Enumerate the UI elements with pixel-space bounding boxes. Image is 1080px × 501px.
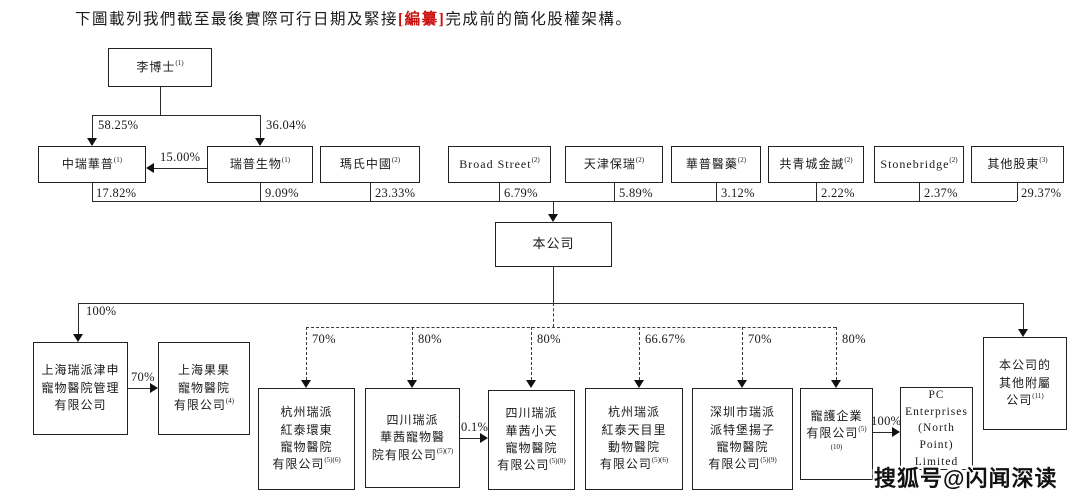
connector-line <box>370 183 371 201</box>
connector-line <box>128 388 150 389</box>
connector-dashed-bus <box>306 327 836 328</box>
node-sichuan-huaqian: 四川瑞派 華茜寵物醫 院有限公司(5)(7) <box>365 388 460 488</box>
arrowhead-left-icon <box>146 163 154 173</box>
connector-line <box>92 183 93 201</box>
caption-prefix: 下圖載列我們截至最後實際可行日期及緊接 <box>75 11 399 28</box>
pct-zhongrui-to-company: 17.82% <box>96 186 137 200</box>
node-shenzhen-petball-yangzi: 深圳市瑞派 派特堡揚子 寵物醫院 有限公司(5)(9) <box>692 388 793 490</box>
node-stonebridge: Stonebridge(2) <box>874 146 964 183</box>
pct-tianjin-to-company: 5.89% <box>619 186 653 200</box>
node-ruipu-bio: 瑞普生物(1) <box>207 146 313 183</box>
arrowhead-down-icon <box>737 380 747 388</box>
pct-company-to-tianmuli: 66.67% <box>645 332 686 346</box>
connector-line <box>160 87 161 115</box>
pct-company-to-chonghu: 80% <box>842 332 866 346</box>
pct-company-to-shenzhen: 70% <box>748 332 772 346</box>
node-hangzhou-hongtai-huandong: 杭州瑞派 紅泰環東 寵物醫院 有限公司(5)(6) <box>258 388 355 490</box>
connector-bus-line <box>92 201 1017 202</box>
arrowhead-down-icon <box>407 380 417 388</box>
arrowhead-down-icon <box>301 380 311 388</box>
connector-line <box>460 438 480 439</box>
node-broad-street: Broad Street(2) <box>448 146 551 183</box>
connector-dashed-line <box>412 327 413 380</box>
node-hangzhou-tianmuli: 杭州瑞派 紅泰天目里 動物醫院 有限公司(5)(6) <box>585 388 683 490</box>
arrowhead-down-icon <box>548 214 558 222</box>
connector-dashed-line <box>639 327 640 380</box>
connector-line <box>614 183 615 201</box>
connector-dashed-line <box>836 327 837 380</box>
connector-line <box>553 267 554 303</box>
pct-chonghu-to-pc: 100% <box>871 414 902 428</box>
pct-li-to-zhongrui: 58.25% <box>98 118 139 132</box>
node-gongqingcheng-jinxian: 共青城金諴(2) <box>768 146 864 183</box>
diagram-caption: 下圖載列我們截至最後實際可行日期及緊接[編纂]完成前的簡化股權架構。 <box>75 7 632 29</box>
pct-huaqian-to-xiaotian: 0.1% <box>461 420 489 434</box>
node-the-company: 本公司 <box>495 222 612 267</box>
arrowhead-down-icon <box>634 380 644 388</box>
node-zhongrui-huapu: 中瑞華普(1) <box>38 146 146 183</box>
node-chonghu-enterprise: 寵護企業 有限公司(5)(10) <box>800 388 873 480</box>
pct-gongqingcheng-to-company: 2.22% <box>821 186 855 200</box>
connector-line <box>1023 303 1024 329</box>
caption-redacted-bracket: [編纂] <box>398 11 446 28</box>
node-tianjin-baorui: 天津保瑞(2) <box>565 146 663 183</box>
arrowhead-down-icon <box>831 380 841 388</box>
connector-line <box>919 183 920 201</box>
arrowhead-down-icon <box>526 380 536 388</box>
connector-line <box>78 303 79 334</box>
pct-li-to-ruipu: 36.04% <box>266 118 307 132</box>
arrowhead-right-icon <box>150 383 158 393</box>
arrowhead-right-icon <box>892 427 900 437</box>
node-pc-enterprises: PC Enterprises (North Point) Limited <box>900 387 973 470</box>
connector-dashed-line <box>742 327 743 380</box>
pct-jinshen-to-guoguo: 70% <box>131 370 155 384</box>
connector-line <box>1017 183 1018 201</box>
arrowhead-down-icon <box>87 138 97 146</box>
pct-huapu-to-company: 3.12% <box>721 186 755 200</box>
watermark-souhu: 搜狐号@闪闻深读 <box>874 466 1058 491</box>
arrowhead-right-icon <box>480 433 488 443</box>
pct-company-to-huaqian-xiaotian: 80% <box>537 332 561 346</box>
connector-dashed-line <box>531 327 532 380</box>
node-dr-li: 李博士(1) <box>108 48 212 87</box>
pct-stonebridge-to-company: 2.37% <box>924 186 958 200</box>
node-shanghai-guoguo: 上海果果 寵物醫院 有限公司(4) <box>158 342 250 435</box>
pct-company-to-hongtai-huandong: 70% <box>312 332 336 346</box>
pct-company-to-huaqian: 80% <box>418 332 442 346</box>
pct-others-to-company: 29.37% <box>1021 186 1062 200</box>
node-mars-china: 瑪氏中國(2) <box>320 146 420 183</box>
caption-suffix: 完成前的簡化股權架構。 <box>445 11 633 28</box>
pct-ruipu-to-company: 9.09% <box>265 186 299 200</box>
connector-line <box>154 168 207 169</box>
pct-company-to-jinshen: 100% <box>86 304 117 318</box>
pct-mars-to-company: 23.33% <box>375 186 416 200</box>
connector-line <box>816 183 817 201</box>
connector-line <box>716 183 717 201</box>
connector-line <box>92 115 260 116</box>
connector-line <box>499 183 500 201</box>
connector-line <box>873 432 892 433</box>
node-other-subsidiaries: 本公司的 其他附屬 公司(11) <box>983 337 1067 430</box>
node-shanghai-ruipai-jinshen: 上海瑞派津申 寵物醫院管理 有限公司 <box>33 342 128 435</box>
connector-dashed-line <box>306 327 307 380</box>
connector-line <box>78 303 1023 304</box>
node-huapu-pharma: 華普醫藥(2) <box>671 146 761 183</box>
connector-line <box>92 115 93 139</box>
pct-ruipu-to-zhongrui: 15.00% <box>160 150 201 164</box>
node-other-shareholders: 其他股東(3) <box>971 146 1064 183</box>
pct-broadstreet-to-company: 6.79% <box>504 186 538 200</box>
arrowhead-down-icon <box>255 138 265 146</box>
connector-line <box>260 115 261 139</box>
connector-line <box>260 183 261 201</box>
arrowhead-down-icon <box>73 334 83 342</box>
arrowhead-down-icon <box>1018 329 1028 337</box>
node-sichuan-huaqian-xiaotian: 四川瑞派 華茜小天 寵物醫院 有限公司(5)(8) <box>488 390 575 490</box>
connector-dashed-line <box>553 303 554 327</box>
connector-line <box>553 201 554 215</box>
